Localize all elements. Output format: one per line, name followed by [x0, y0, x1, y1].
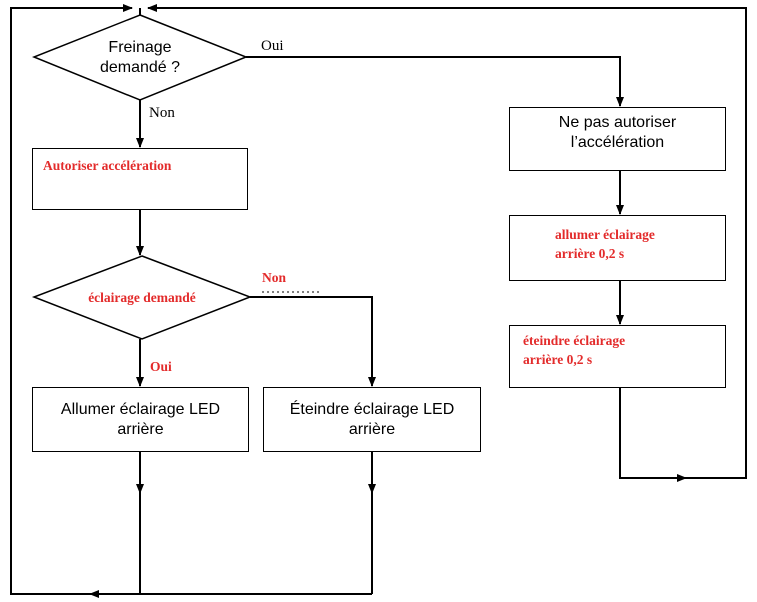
action-led-on-line2: arrière [117, 420, 164, 438]
action-led-off-line1: Éteindre éclairage LED [289, 400, 455, 418]
action-light-off-02 [509, 325, 726, 388]
action-light-on-02-text: allumer éclairage arrière 0,2 s [555, 225, 655, 263]
action-led-on [32, 387, 249, 452]
arrow-lightoff-loop [619, 388, 687, 482]
line-left-return [10, 4, 133, 595]
action-led-on-line1: Allumer éclairage LED [60, 400, 221, 418]
action-light-off-line1: éteindre éclairage [523, 333, 626, 348]
decision-braking-line1: Freinage [108, 39, 172, 56]
action-allow-acceleration-label: Autoriser accélération [43, 158, 172, 173]
arrow-non-to-ledoff [250, 296, 376, 387]
arrow-oui-to-disallow [246, 56, 624, 107]
action-disallow-acceleration [509, 107, 726, 171]
action-disallow-line1: Ne pas autoriser [558, 114, 677, 131]
line-right-return [147, 4, 747, 479]
action-allow-acceleration [32, 148, 248, 210]
label-lighting-no: Non [262, 270, 287, 285]
decision-lighting-label: éclairage demandé [88, 289, 196, 305]
action-light-on-line2: arrière 0,2 s [555, 246, 625, 261]
decision-braking-line2: demandé ? [99, 59, 181, 76]
action-disallow-acceleration-text: Ne pas autoriser l’accélération [509, 107, 726, 159]
action-led-off-text: Éteindre éclairage LED arrière [263, 387, 481, 452]
action-light-on-line1: allumer éclairage [555, 227, 655, 242]
action-led-off [263, 387, 481, 452]
label-braking-yes: Oui [261, 38, 284, 54]
action-disallow-line2: l’accélération [570, 134, 665, 151]
action-led-off-line2: arrière [348, 420, 396, 438]
action-light-on-02 [509, 215, 726, 281]
label-lighting-yes: Oui [150, 359, 172, 374]
decision-braking: Freinage demandé ? [60, 36, 220, 80]
label-braking-no: Non [149, 105, 175, 121]
action-led-on-text: Allumer éclairage LED arrière [32, 387, 249, 452]
decision-lighting: éclairage demandé [74, 286, 210, 308]
action-light-off-line2: arrière 0,2 s [523, 352, 593, 367]
decision-lighting-shape [31, 255, 253, 340]
action-light-off-02-text: éteindre éclairage arrière 0,2 s [523, 331, 625, 369]
